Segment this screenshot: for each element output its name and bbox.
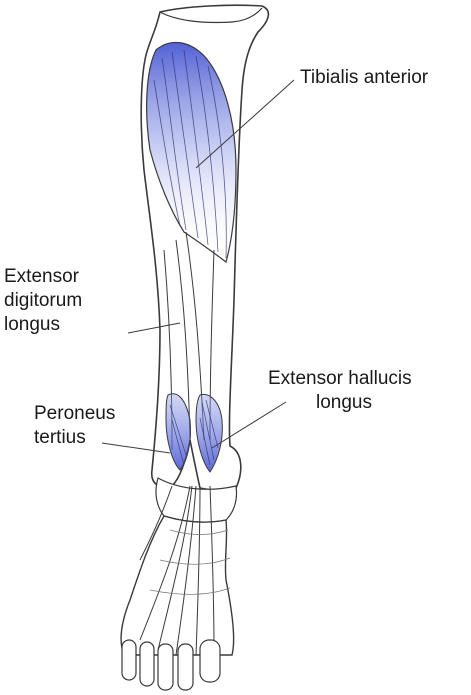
label-line: Extensor — [4, 265, 82, 289]
toe-3 — [158, 644, 173, 690]
toe-5 — [122, 640, 136, 680]
label-line: Peroneus — [34, 402, 115, 426]
label-line: digitorum — [4, 289, 82, 313]
toe-1 — [200, 640, 220, 682]
label-line: longus — [4, 313, 82, 337]
toe-2 — [178, 644, 193, 690]
label-line: longus — [268, 391, 412, 415]
label-line: Tibialis anterior — [300, 66, 428, 90]
label-peroneus-tertius: Peroneus tertius — [34, 402, 115, 450]
toe-4 — [140, 642, 154, 686]
label-tibialis-anterior: Tibialis anterior — [300, 66, 428, 90]
label-extensor-hallucis-longus: Extensor hallucis longus — [268, 367, 412, 415]
label-line: Extensor hallucis — [268, 367, 412, 391]
label-extensor-digitorum-longus: Extensor digitorum longus — [4, 265, 82, 337]
label-line: tertius — [34, 426, 115, 450]
